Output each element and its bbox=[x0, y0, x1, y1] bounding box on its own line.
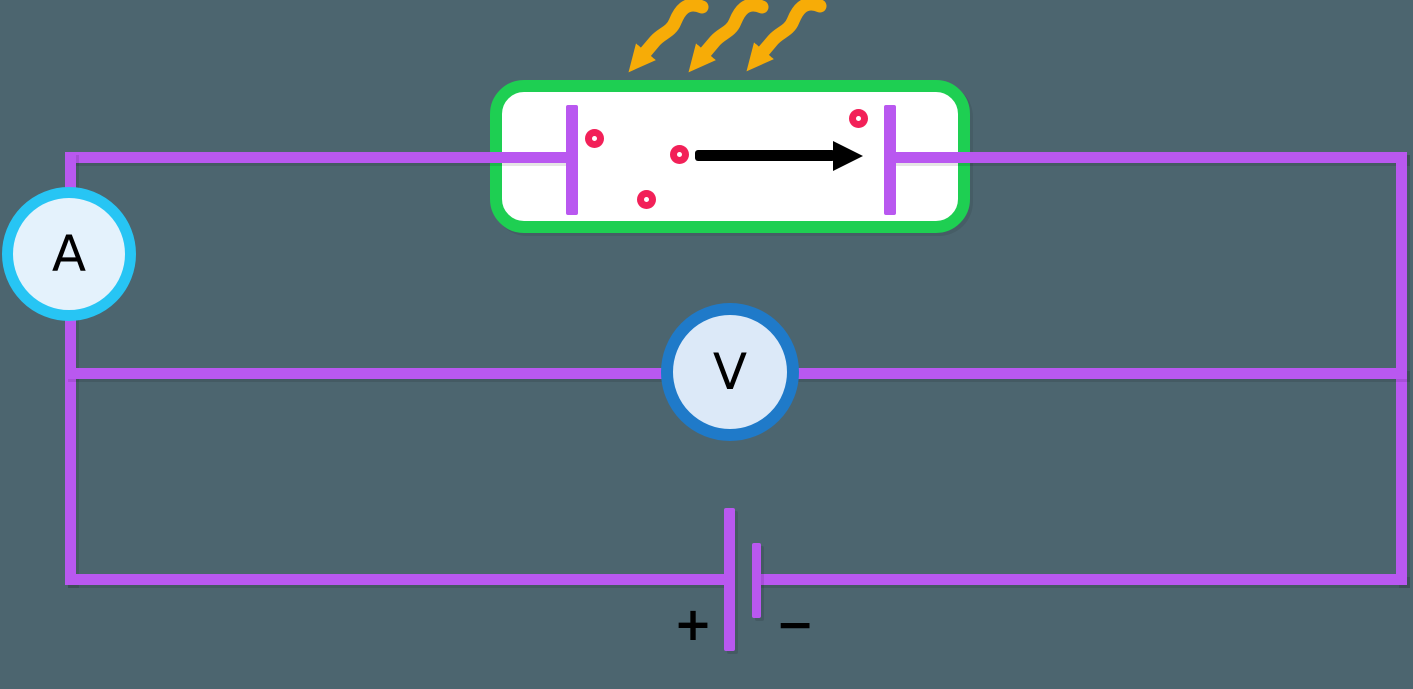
battery-positive-plate bbox=[724, 508, 735, 651]
light-ray-icon bbox=[746, 0, 827, 72]
electron-dot bbox=[849, 109, 868, 128]
wire-bottom-left-segment bbox=[65, 574, 728, 585]
wire-top-right-segment bbox=[886, 152, 1407, 163]
electron-dot bbox=[637, 190, 656, 209]
anode-electrode bbox=[884, 105, 896, 215]
voltmeter-label: V bbox=[712, 343, 748, 401]
ammeter: A bbox=[2, 187, 136, 321]
electron-dot bbox=[670, 145, 689, 164]
wire-bottom-right-segment bbox=[756, 574, 1407, 585]
voltmeter: V bbox=[661, 303, 799, 441]
battery-negative-plate bbox=[752, 543, 761, 618]
ammeter-label: A bbox=[51, 225, 87, 283]
light-ray-icon bbox=[688, 0, 769, 73]
electron-flow-arrow bbox=[695, 150, 835, 161]
light-rays bbox=[628, 0, 827, 73]
light-ray-icon bbox=[628, 0, 709, 73]
wire-top-left-segment bbox=[65, 152, 575, 163]
electron-flow-arrowhead-icon bbox=[833, 141, 863, 171]
electron-dot bbox=[585, 129, 604, 148]
battery-negative-label: − bbox=[775, 597, 815, 651]
cathode-electrode bbox=[566, 105, 578, 215]
battery-positive-label: + bbox=[673, 597, 713, 651]
